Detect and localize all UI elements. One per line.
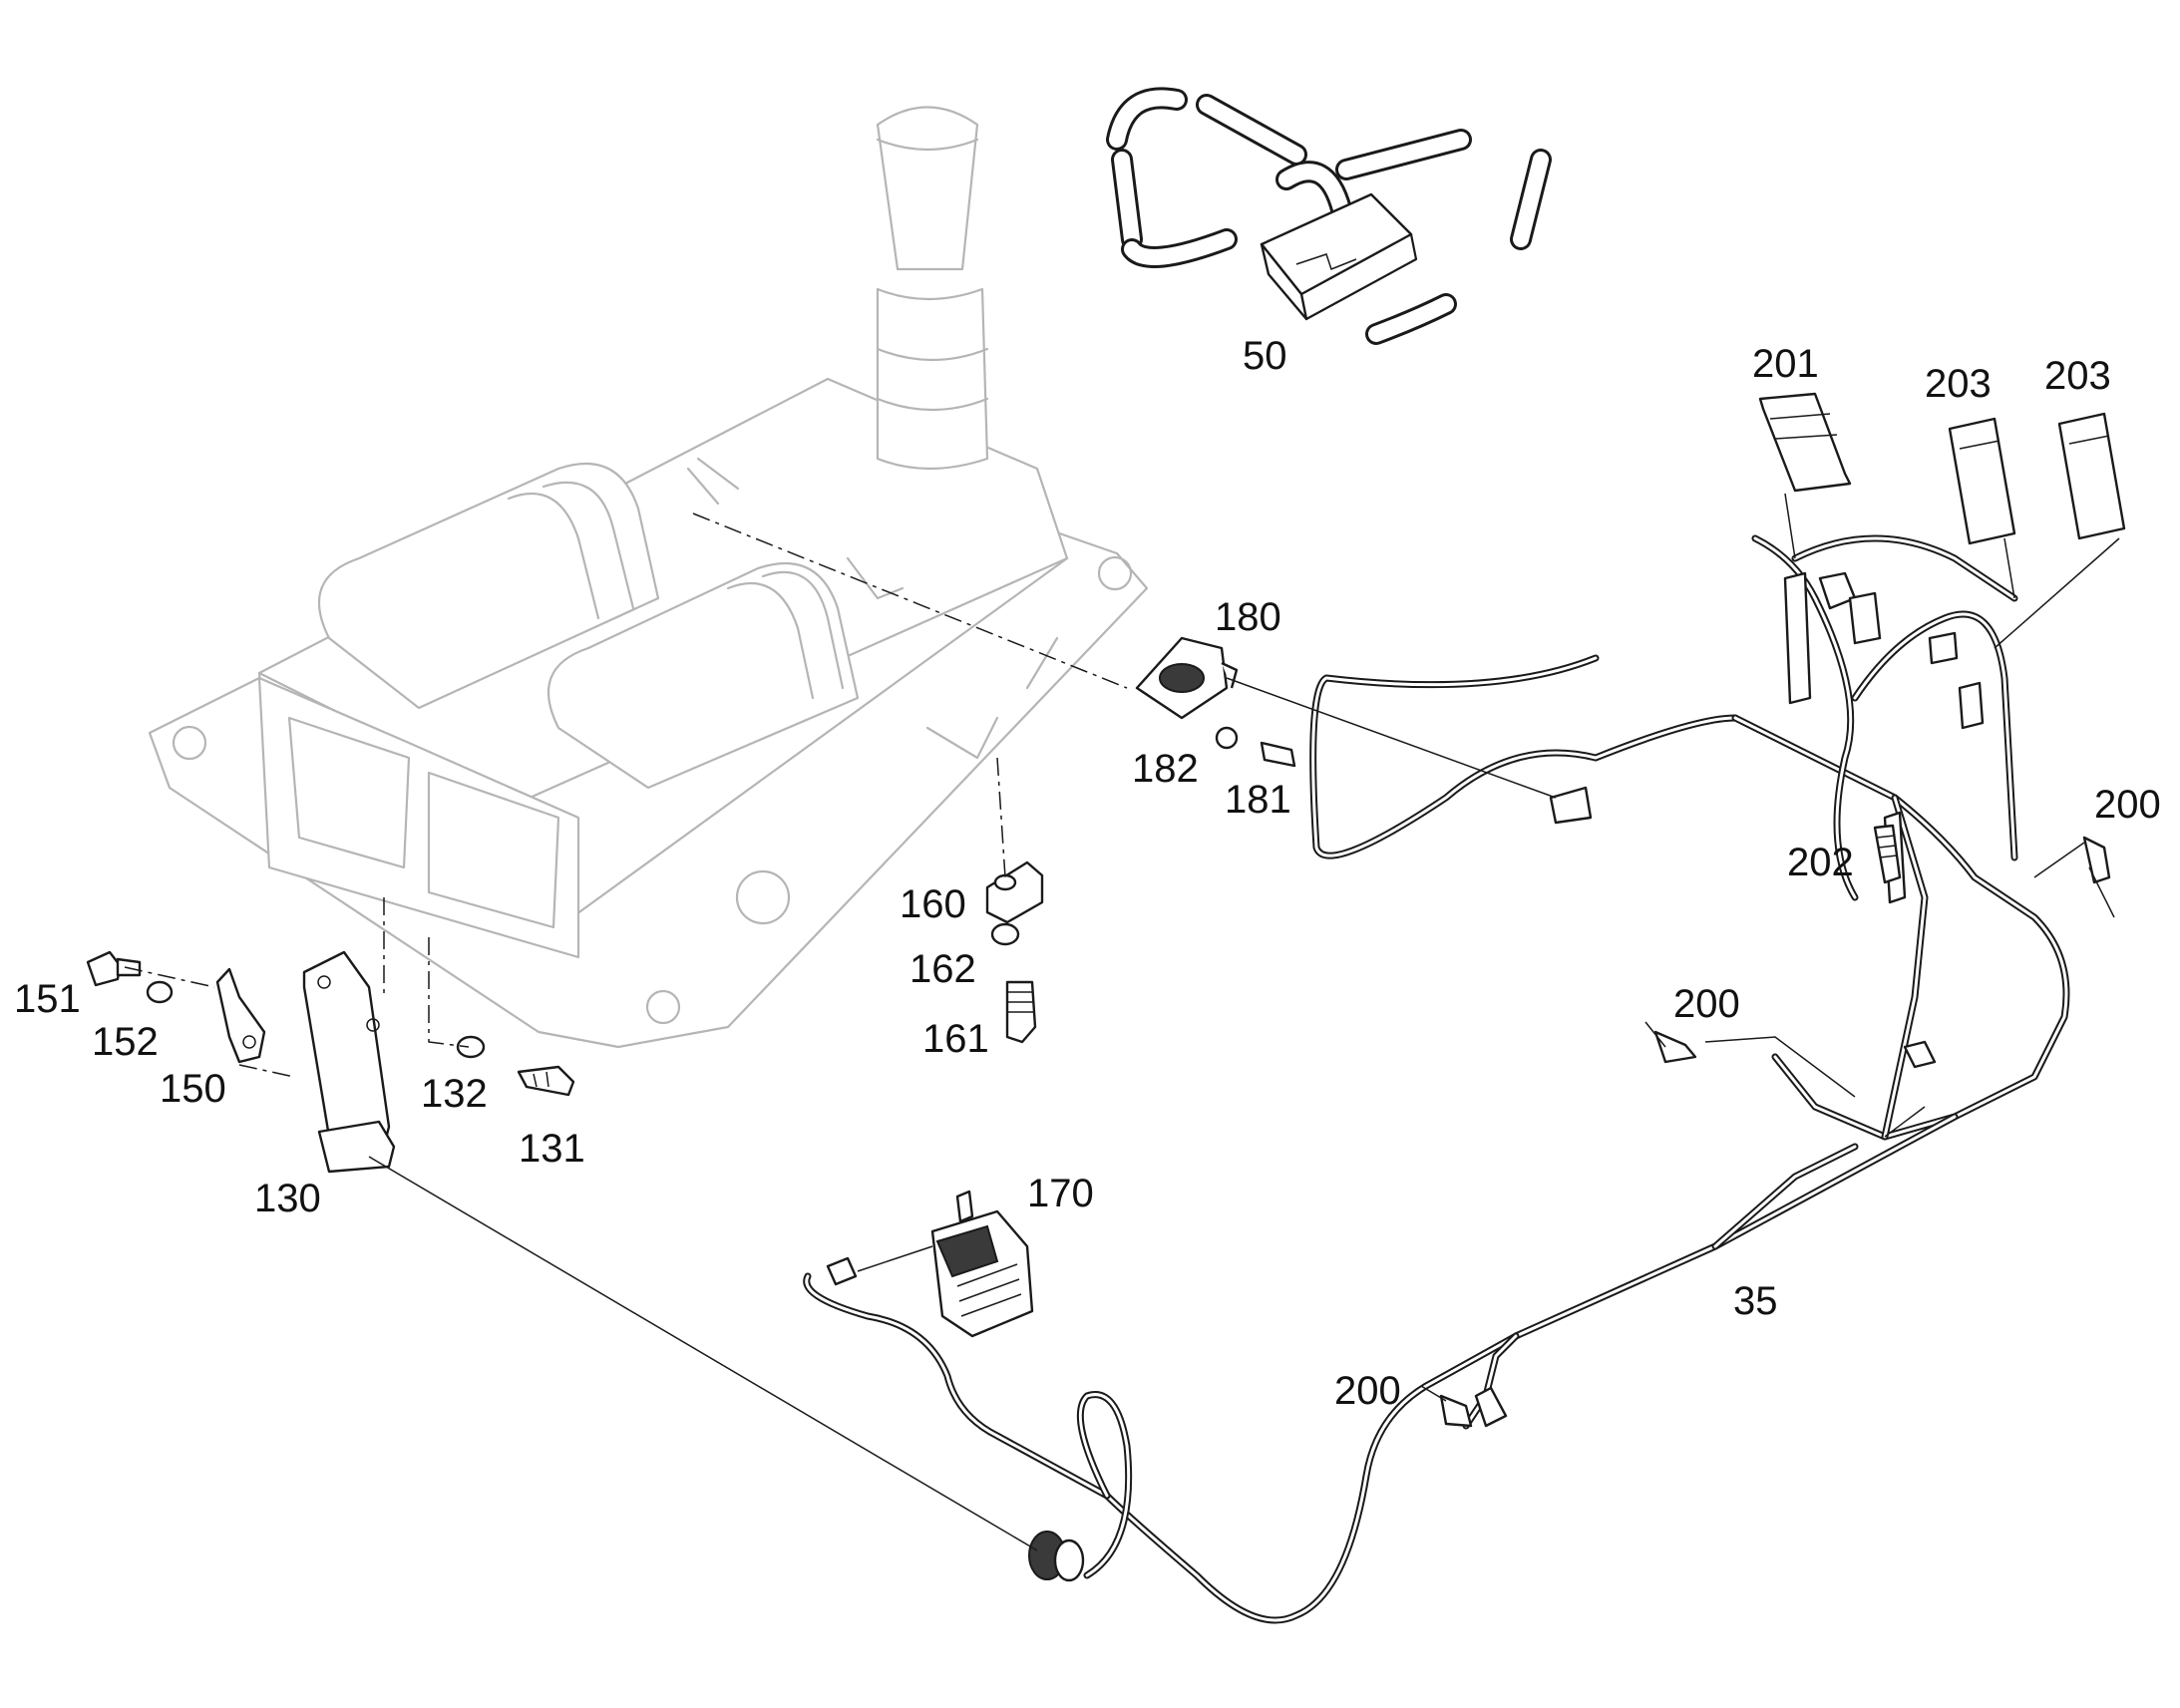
clip-160-group (985, 860, 1044, 1044)
callout-labels: 35 50 130 131 132 150 151 152 160 161 16… (14, 334, 2161, 1413)
callout-200-right: 200 (2094, 783, 2161, 827)
callout-131: 131 (519, 1127, 585, 1171)
callout-161: 161 (922, 1017, 989, 1061)
callout-160: 160 (900, 882, 966, 926)
callout-50: 50 (1243, 334, 1287, 378)
callout-203-right: 203 (2044, 354, 2111, 398)
modules-201-203 (1758, 392, 2126, 545)
hose-kit-50 (1106, 87, 1552, 345)
callout-162: 162 (909, 947, 976, 991)
callout-151: 151 (14, 977, 81, 1021)
callout-182: 182 (1132, 747, 1199, 791)
control-module-170 (826, 1190, 1034, 1338)
callout-180: 180 (1215, 595, 1281, 639)
callout-202: 202 (1787, 841, 1854, 884)
callout-200-bottom: 200 (1334, 1369, 1401, 1413)
callout-132: 132 (421, 1072, 488, 1116)
sensor-clip-180 (1135, 636, 1296, 768)
callout-170: 170 (1027, 1172, 1094, 1215)
callout-181: 181 (1225, 778, 1291, 822)
grommet (1028, 1531, 1085, 1582)
callout-150: 150 (160, 1067, 226, 1111)
callout-200-middle: 200 (1673, 982, 1740, 1026)
callout-152: 152 (92, 1020, 159, 1064)
leader-lines (124, 493, 2120, 1551)
sensors-200-202 (1420, 824, 2115, 1428)
callout-35: 35 (1733, 1279, 1778, 1323)
clip-150-group (86, 950, 266, 1064)
bracket-130-group (302, 950, 575, 1174)
aftertreatment-unit (148, 106, 1149, 1049)
callout-201: 201 (1752, 342, 1819, 386)
callout-203-left: 203 (1925, 362, 1992, 406)
callout-130: 130 (254, 1177, 321, 1220)
